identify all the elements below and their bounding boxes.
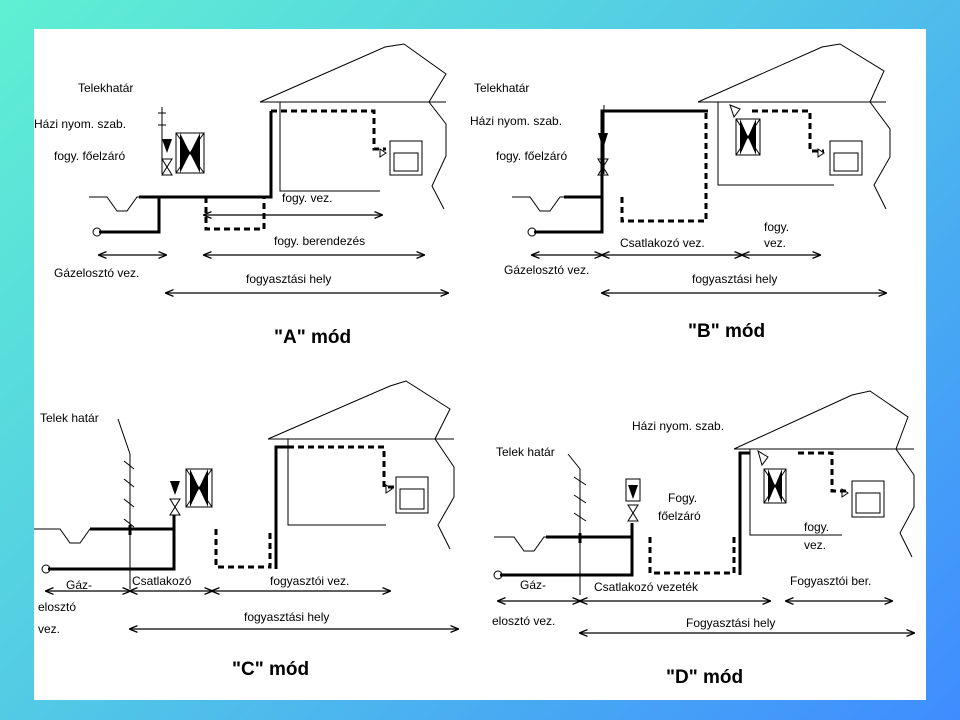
property-border-ticks xyxy=(123,460,135,528)
regulator-icon xyxy=(729,104,761,156)
main-pipe xyxy=(546,533,582,543)
connecting-label: Csatlakozó xyxy=(132,574,192,588)
main-node xyxy=(527,227,537,237)
mode-title: "B" mód xyxy=(688,321,765,342)
service-pipe xyxy=(500,523,634,577)
main-pipe xyxy=(139,111,273,199)
stove-icon xyxy=(841,480,885,518)
connecting-pipe xyxy=(648,537,736,575)
consumer-pipe-label-2: vez. xyxy=(804,538,826,552)
consumer-equipment-label: fogy. berendezés xyxy=(274,234,365,248)
connecting-pipe xyxy=(620,111,708,223)
distribution-pipe xyxy=(99,197,161,234)
main-node xyxy=(41,564,51,574)
distribution-pipe xyxy=(534,197,604,234)
consumer-pipe xyxy=(271,109,386,151)
main-pipe xyxy=(564,109,708,199)
regulator-label: Házi nyom. szab. xyxy=(470,114,562,128)
consumption-place-label: fogyasztási hely xyxy=(244,610,329,624)
house-wall xyxy=(260,101,446,192)
panel-d: Telek határ Házi nyom. szab. Fogy. főelz… xyxy=(492,390,914,688)
consumer-pipe-label-1: fogy. xyxy=(804,520,829,534)
stove-icon xyxy=(379,140,423,176)
border-label: Telek határ xyxy=(40,411,99,425)
mode-title: "D" mód xyxy=(666,667,743,688)
consumer-pipe xyxy=(288,445,394,489)
consumer-pipe-label: fogy. vez. xyxy=(282,191,332,205)
property-border xyxy=(567,453,581,595)
distribution-pipe-label: Gázelosztó vez. xyxy=(54,266,139,280)
mode-title: "A" mód xyxy=(274,327,351,348)
regulator-icon xyxy=(175,132,205,174)
diagram-sheet: Telekhatár Házi nyom. szab. fogy. főelzá… xyxy=(34,29,926,700)
consumer-pipe xyxy=(752,109,824,153)
distribution-label-3: vez. xyxy=(38,622,60,636)
distribution-label-2: elosztó xyxy=(38,600,76,614)
consumption-place-label: fogyasztási hely xyxy=(246,272,331,286)
panel-c: Telek határ Gáz- elosztó vez. Csatlakozó… xyxy=(34,380,458,680)
connecting-pipe-label: Csatlakozó vez. xyxy=(620,236,705,250)
consumer-pipe-label-2: vez. xyxy=(764,236,786,250)
consumption-place-label: fogyasztási hely xyxy=(692,272,777,286)
border-label: Telek határ xyxy=(496,445,555,459)
property-border-ticks xyxy=(573,476,587,522)
panel-a: Telekhatár Házi nyom. szab. fogy. főelzá… xyxy=(34,43,448,348)
house-wall xyxy=(698,101,886,186)
distribution-label-2: elosztó vez. xyxy=(492,614,555,628)
consumer-pipe-loop xyxy=(214,529,272,569)
regulator-label: Házi nyom. szab. xyxy=(632,419,724,433)
property-border xyxy=(158,107,166,174)
main-valve-icon xyxy=(597,133,609,176)
connecting-pipe-label: Csatlakozó vezeték xyxy=(594,580,699,594)
valve-label: fogy. főelzáró xyxy=(496,149,567,163)
stove-icon xyxy=(385,476,429,514)
house-outline xyxy=(259,43,447,210)
consumption-place-label: Fogyasztási hely xyxy=(686,616,775,630)
distribution-pipe-label: Gázelosztó vez. xyxy=(504,263,589,277)
regulator-icon xyxy=(757,449,787,504)
distribution-label-1: Gáz- xyxy=(520,578,546,592)
regulator-label: Házi nyom. szab. xyxy=(34,117,126,131)
house-pipe xyxy=(274,445,288,569)
connecting-pipe xyxy=(48,515,176,571)
ground-line xyxy=(89,196,144,212)
stove-icon xyxy=(817,140,863,176)
valve-label-2: főelzáró xyxy=(658,509,701,523)
house-outline xyxy=(267,380,455,550)
property-border xyxy=(117,418,131,589)
border-label: Telekhatár xyxy=(474,81,529,95)
valve-label-1: Fogy. xyxy=(668,491,697,505)
ground-line xyxy=(512,196,569,212)
house-wall xyxy=(268,438,454,526)
panel-b: Telekhatár Házi nyom. szab. fogy. főelzá… xyxy=(470,43,891,342)
consumer-equipment-label: Fogyasztói ber. xyxy=(790,574,871,588)
main-node xyxy=(92,227,102,237)
valve-label: fogy. főelzáró xyxy=(54,149,125,163)
house-wall xyxy=(734,448,914,536)
distribution-label-1: Gáz- xyxy=(66,578,92,592)
consumer-pipe-return xyxy=(204,197,266,231)
consumer-pipe-label: fogyasztói vez. xyxy=(270,574,349,588)
mode-title: "C" mód xyxy=(232,659,309,680)
ground-line xyxy=(494,536,549,552)
house-pipe xyxy=(738,451,750,575)
main-node xyxy=(493,570,503,580)
main-valve-icon xyxy=(161,139,173,176)
gas-supply-modes-diagram: Telekhatár Házi nyom. szab. fogy. főelzá… xyxy=(34,43,926,688)
house-regulator-icon xyxy=(625,478,641,522)
regulator-icon xyxy=(185,468,213,508)
consumer-pipe-label-1: fogy. xyxy=(764,220,789,234)
main-valve-icon xyxy=(169,481,181,516)
border-label: Telekhatár xyxy=(78,81,133,95)
main-pipe xyxy=(90,525,132,535)
house-outline xyxy=(697,43,891,210)
ground-line xyxy=(34,528,94,544)
consumer-pipe xyxy=(798,451,846,493)
